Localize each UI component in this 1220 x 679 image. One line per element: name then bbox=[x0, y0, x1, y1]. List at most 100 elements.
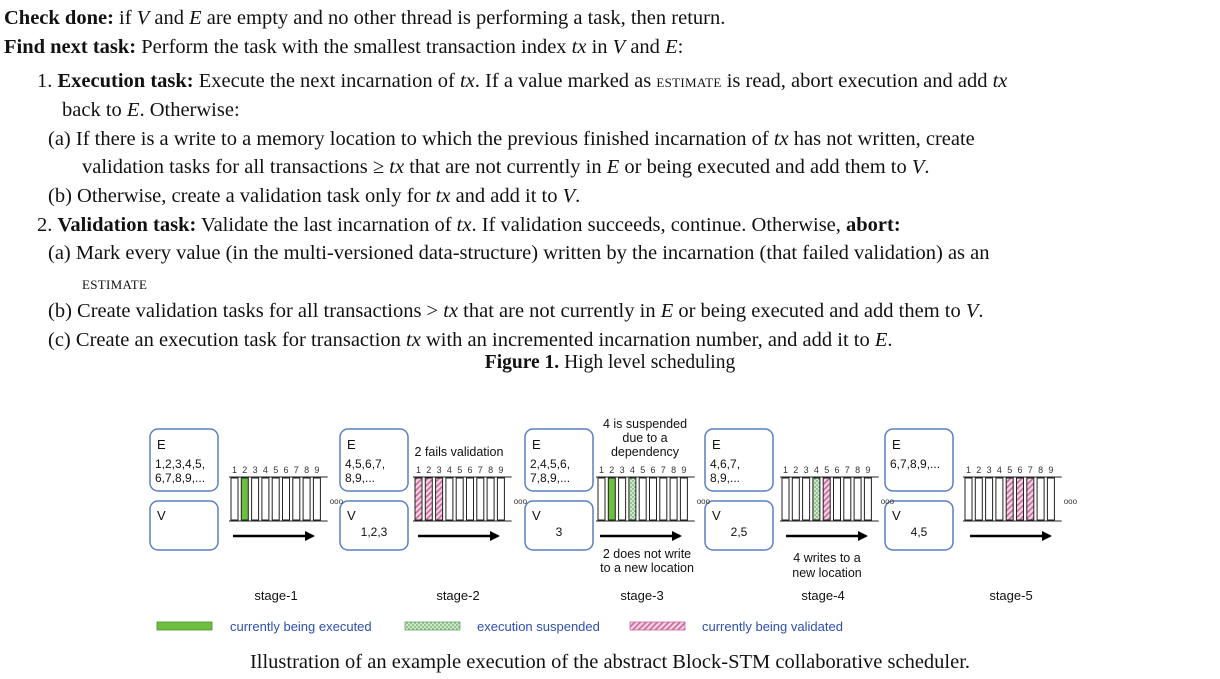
e-set-values: 2,4,5,6,7,8,9,... bbox=[530, 457, 570, 485]
bar-ellipsis: ooo bbox=[330, 497, 344, 506]
bar-ellipsis: ooo bbox=[1064, 497, 1078, 506]
v-set-letter: V bbox=[347, 508, 356, 523]
tx-bar bbox=[995, 477, 1004, 521]
tx-bar bbox=[435, 477, 444, 521]
tx-index-label: 6 bbox=[650, 465, 655, 475]
e-set-letter: E bbox=[532, 437, 541, 452]
tx-bar bbox=[781, 477, 790, 521]
bar-ellipsis: ooo bbox=[881, 497, 895, 506]
tx-bar bbox=[1016, 477, 1024, 521]
tx-bar bbox=[669, 477, 678, 521]
stage-label: stage-4 bbox=[801, 588, 844, 603]
tx-index-label: 8 bbox=[855, 465, 860, 475]
tx-bar bbox=[302, 477, 311, 521]
tx-bar bbox=[312, 477, 321, 521]
tx-index-label: 6 bbox=[467, 465, 472, 475]
tx-index-label: 9 bbox=[498, 465, 503, 475]
tx-index-label: 5 bbox=[1007, 465, 1012, 475]
tx-index-label: 5 bbox=[824, 465, 829, 475]
tx-index-label: 8 bbox=[671, 465, 676, 475]
note-stage2: 2 fails validation bbox=[415, 445, 504, 459]
tx-bar bbox=[261, 477, 270, 521]
diagram-caption: Illustration of an example execution of … bbox=[249, 651, 971, 673]
tx-bar bbox=[282, 477, 290, 521]
legend-label-suspended: execution suspended bbox=[477, 619, 600, 634]
execution-a-line-2: validation tasks for all transactions ≥ … bbox=[82, 156, 930, 178]
validation-task-line: 2. Validation task: Validate the last in… bbox=[37, 214, 901, 236]
tx-index-label: 1 bbox=[966, 465, 971, 475]
v-set-values: 2,5 bbox=[731, 525, 748, 539]
v-set-values: 3 bbox=[556, 525, 563, 539]
tx-bar bbox=[649, 477, 657, 521]
tx-bar bbox=[476, 477, 485, 521]
v-set-box bbox=[884, 500, 954, 551]
tx-bar bbox=[812, 477, 821, 521]
tx-bar bbox=[628, 477, 637, 521]
tx-index-label: 9 bbox=[1048, 465, 1053, 475]
tx-bar bbox=[974, 477, 983, 521]
tx-index-label: 4 bbox=[997, 465, 1002, 475]
tx-index-label: 4 bbox=[447, 465, 452, 475]
e-set-values: 6,7,8,9,... bbox=[890, 457, 940, 471]
tx-bar bbox=[1046, 477, 1055, 521]
tx-index-label: 3 bbox=[437, 465, 442, 475]
tx-index-label: 5 bbox=[273, 465, 278, 475]
tx-bar bbox=[240, 477, 249, 521]
tx-index-label: 7 bbox=[845, 465, 850, 475]
stage-label: stage-3 bbox=[620, 588, 663, 603]
tx-index-label: 8 bbox=[304, 465, 309, 475]
tx-index-label: 4 bbox=[263, 465, 268, 475]
tx-bar bbox=[802, 477, 811, 521]
stage-label: stage-2 bbox=[436, 588, 479, 603]
tx-index-label: 7 bbox=[661, 465, 666, 475]
tx-index-label: 8 bbox=[1038, 465, 1043, 475]
tx-index-label: 9 bbox=[681, 465, 686, 475]
tx-index-label: 9 bbox=[865, 465, 870, 475]
v-set-values: 4,5 bbox=[911, 525, 928, 539]
validation-b-line: (b) Create validation tasks for all tran… bbox=[48, 300, 984, 322]
tx-bar bbox=[597, 477, 606, 521]
legend-swatch-validated bbox=[629, 621, 686, 631]
tx-bar bbox=[414, 477, 423, 521]
validation-c-line: (c) Create an execution task for transac… bbox=[48, 329, 893, 351]
tx-bar bbox=[455, 477, 464, 521]
tx-index-label: 3 bbox=[804, 465, 809, 475]
e-set-box bbox=[884, 428, 954, 492]
tx-bar bbox=[618, 477, 627, 521]
tx-index-label: 1 bbox=[783, 465, 788, 475]
tx-index-label: 3 bbox=[987, 465, 992, 475]
tx-bar bbox=[843, 477, 852, 521]
v-set-box bbox=[524, 500, 594, 551]
e-set-box bbox=[339, 428, 409, 492]
tx-bar bbox=[271, 477, 280, 521]
tx-bar bbox=[679, 477, 688, 521]
tx-index-label: 3 bbox=[253, 465, 258, 475]
tx-bar bbox=[292, 477, 301, 521]
bar-ellipsis: ooo bbox=[514, 497, 528, 506]
check-done-line: Check done: if V and E are empty and no … bbox=[4, 7, 726, 29]
tx-bar bbox=[496, 477, 505, 521]
e-set-box bbox=[149, 428, 219, 492]
find-next-line: Find next task: Perform the task with th… bbox=[4, 36, 684, 58]
tx-bar bbox=[638, 477, 647, 521]
tx-index-label: 1 bbox=[232, 465, 237, 475]
tx-bar bbox=[659, 477, 668, 521]
tx-index-label: 7 bbox=[294, 465, 299, 475]
tx-index-label: 1 bbox=[416, 465, 421, 475]
tx-bar bbox=[486, 477, 495, 521]
e-set-letter: E bbox=[712, 437, 721, 452]
e-set-letter: E bbox=[347, 437, 356, 452]
tx-bar bbox=[1036, 477, 1045, 521]
tx-index-label: 3 bbox=[620, 465, 625, 475]
tx-bar bbox=[853, 477, 862, 521]
validation-a-line-1: (a) Mark every value (in the multi-versi… bbox=[48, 242, 990, 264]
v-set-letter: V bbox=[532, 508, 541, 523]
tx-index-label: 2 bbox=[609, 465, 614, 475]
execution-task-line-1: 1. Execution task: Execute the next inca… bbox=[37, 70, 1008, 92]
tx-index-label: 1 bbox=[599, 465, 604, 475]
tx-index-label: 6 bbox=[283, 465, 288, 475]
stage-label: stage-5 bbox=[989, 588, 1032, 603]
tx-index-label: 2 bbox=[976, 465, 981, 475]
